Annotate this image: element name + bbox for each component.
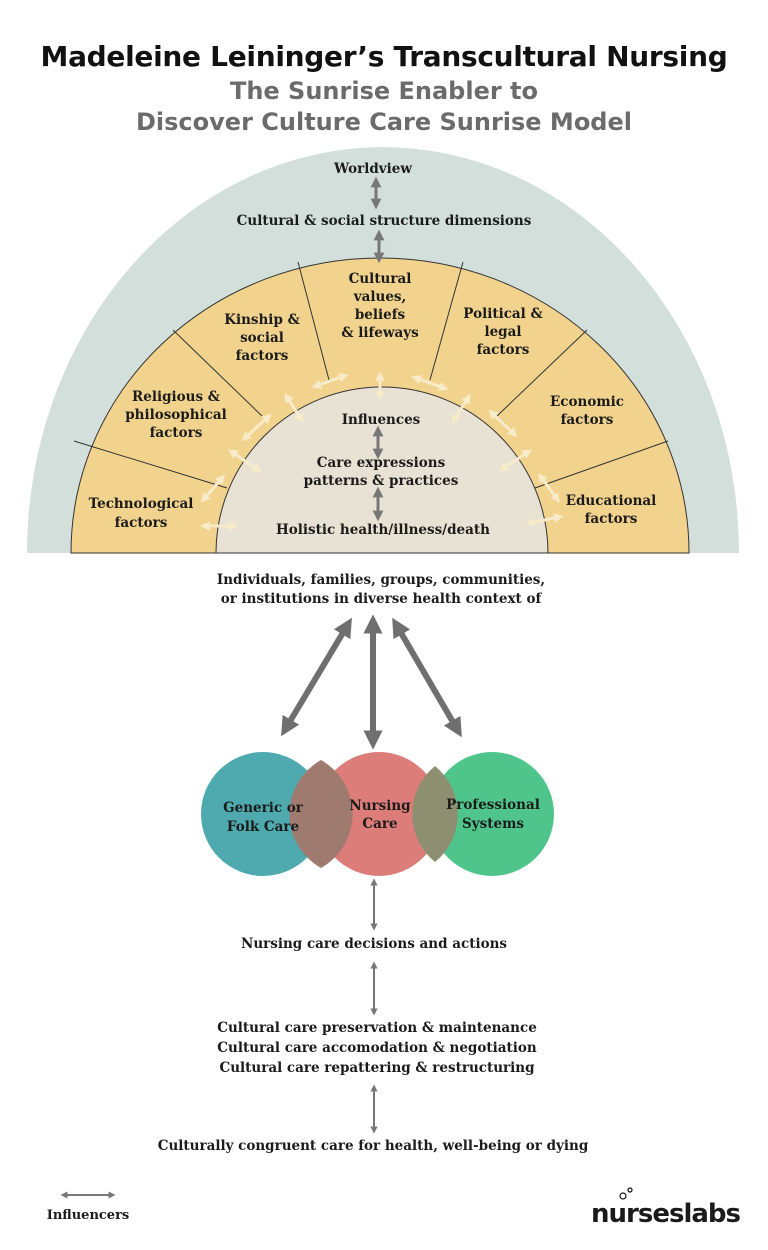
influence-arrow (451, 393, 471, 425)
svg-text:Cultural care repattering & re: Cultural care repattering & restructurin… (219, 1060, 535, 1076)
professional-systems-circle (430, 752, 554, 876)
inner-influence-arrows (200, 371, 564, 531)
outcome-label: Culturally congruent care for health, we… (158, 1138, 589, 1154)
worldview-label: Worldview (333, 161, 412, 177)
care-expressions-label: Care expressions patterns & practices (304, 455, 459, 489)
svg-text:Political &: Political & (463, 306, 542, 322)
economic-factors-label: Economic factors (550, 394, 624, 428)
nursing-care-circle (317, 752, 441, 876)
influence-arrow (241, 413, 272, 442)
svg-text:Care: Care (362, 816, 397, 832)
professional-systems-label: Professional Systems (446, 797, 540, 832)
svg-text:Professional: Professional (446, 797, 540, 813)
svg-text:factors: factors (561, 412, 614, 428)
page-title: Madeleine Leininger’s Transcultural Nurs… (40, 40, 728, 73)
svg-text:Cultural: Cultural (349, 271, 412, 287)
influence-arrow (525, 513, 564, 527)
influence-arrow (311, 373, 349, 389)
legend-label: Influencers (47, 1208, 130, 1223)
care-system-arrows (281, 614, 462, 750)
generic-folk-care-label: Generic or Folk Care (223, 800, 304, 835)
influence-arrow (411, 375, 449, 391)
generic-folk-care-circle (201, 752, 325, 876)
page-subtitle: The Sunrise Enabler to Discover Culture … (0, 76, 768, 138)
svg-text:Individuals, families, groups,: Individuals, families, groups, communiti… (217, 572, 545, 588)
svg-text:& lifeways: & lifeways (341, 325, 419, 341)
political-factors-label: Political & legal factors (463, 306, 542, 358)
svg-text:beliefs: beliefs (355, 307, 406, 323)
subtitle-line-1: The Sunrise Enabler to (229, 77, 539, 105)
svg-text:values,: values, (353, 289, 406, 305)
svg-text:factors: factors (150, 425, 203, 441)
nurseslabs-logo: nurseslabs (591, 1187, 742, 1229)
svg-text:philosophical: philosophical (125, 407, 227, 423)
educational-factors-label: Educational factors (566, 493, 657, 527)
influence-arrow (538, 473, 560, 503)
svg-text:Economic: Economic (550, 394, 624, 410)
svg-text:factors: factors (585, 511, 638, 527)
subtitle-line-2: Discover Culture Care Sunrise Model (136, 108, 632, 136)
svg-text:Care expressions: Care expressions (317, 455, 446, 471)
svg-text:Religious &: Religious & (132, 389, 220, 405)
influences-label: Influences (342, 412, 421, 428)
logo-bubble-icon (619, 1192, 627, 1200)
svg-text:Folk Care: Folk Care (227, 819, 299, 835)
influence-arrow (499, 449, 532, 472)
influence-arrow (200, 474, 226, 503)
inner-arc (215, 386, 549, 554)
svg-text:legal: legal (484, 324, 521, 340)
technological-factors-label: Technological factors (89, 496, 194, 531)
svg-text:factors: factors (477, 342, 530, 358)
svg-text:Cultural care accomodation & n: Cultural care accomodation & negotiation (217, 1040, 537, 1056)
decisions-label: Nursing care decisions and actions (241, 936, 507, 952)
svg-text:Systems: Systems (462, 816, 524, 832)
factor-dividers (73, 261, 669, 489)
svg-text:Technological: Technological (89, 496, 194, 512)
kinship-factors-label: Kinship & social factors (224, 312, 300, 364)
big-arrow-generic (281, 617, 352, 737)
overlap-nursing-professional-lens (412, 766, 458, 862)
svg-text:Nursing: Nursing (349, 798, 411, 814)
svg-text:factors: factors (236, 348, 289, 364)
svg-text:social: social (240, 330, 284, 346)
svg-text:Kinship &: Kinship & (224, 312, 300, 328)
svg-text:Cultural care preservation & m: Cultural care preservation & maintenance (217, 1020, 537, 1036)
svg-text:Generic or: Generic or (223, 800, 304, 816)
dimensions-label: Cultural & social structure dimensions (237, 213, 532, 229)
svg-text:patterns & practices: patterns & practices (304, 473, 459, 489)
religious-factors-label: Religious & philosophical factors (125, 389, 227, 441)
svg-text:Educational: Educational (566, 493, 657, 509)
svg-text:or institutions in diverse hea: or institutions in diverse health contex… (221, 591, 543, 607)
influence-arrow (488, 409, 518, 438)
svg-text:factors: factors (115, 515, 168, 531)
holistic-health-label: Holistic health/illness/death (276, 522, 490, 538)
cultural-values-label: Cultural values, beliefs & lifeways (341, 271, 419, 341)
care-modes-label: Cultural care preservation & maintenance… (217, 1020, 537, 1076)
nursing-care-label: Nursing Care (349, 798, 411, 832)
influence-arrow (284, 392, 304, 424)
logo-text: nurseslabs (591, 1199, 740, 1229)
health-context-label: Individuals, families, groups, communiti… (217, 572, 545, 607)
influence-arrow (228, 449, 262, 473)
overlap-generic-nursing-lens (289, 760, 353, 868)
logo-bubble-icon (627, 1187, 633, 1193)
big-arrow-professional (392, 617, 462, 738)
